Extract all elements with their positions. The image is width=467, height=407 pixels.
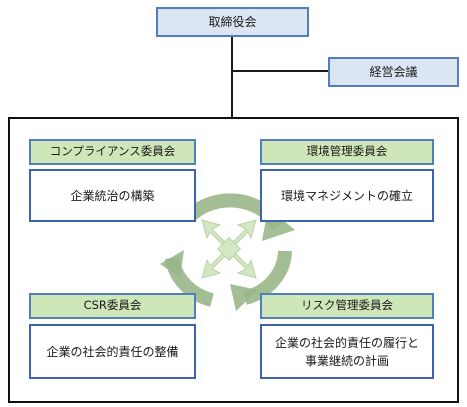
compliance-committee-label-box: コンプライアンス委員会: [29, 139, 196, 165]
csr-committee-content-box: 企業の社会的責任の整備: [29, 324, 196, 379]
risk-committee-label: リスク管理委員会: [301, 298, 393, 313]
board-label: 取締役会: [208, 15, 257, 29]
board-box: 取締役会: [156, 7, 309, 37]
environment-committee-label-box: 環境管理委員会: [260, 139, 434, 165]
connector-to-management: [231, 70, 329, 72]
risk-committee-label-box: リスク管理委員会: [260, 293, 434, 319]
compliance-committee-content: 企業統治の構築: [70, 188, 155, 203]
committees-frame: [8, 117, 459, 403]
csr-committee-label-box: CSR委員会: [29, 293, 196, 319]
four-way-cross-arrows: [201, 219, 257, 279]
management-meeting-box: 経営会議: [328, 57, 459, 87]
compliance-committee-content-box: 企業統治の構築: [29, 169, 196, 222]
connector-board-down: [231, 36, 233, 118]
risk-committee-content-line1: 企業の社会的責任の履行と: [274, 335, 419, 350]
csr-committee-content: 企業の社会的責任の整備: [46, 344, 179, 359]
risk-committee-content-line2: 事業継続の計画: [304, 353, 389, 368]
management-meeting-label: 経営会議: [369, 65, 418, 79]
environment-committee-content: 環境マネジメントの確立: [280, 188, 413, 203]
environment-committee-content-box: 環境マネジメントの確立: [260, 169, 434, 222]
csr-committee-label: CSR委員会: [83, 298, 142, 313]
compliance-committee-label: コンプライアンス委員会: [49, 144, 176, 159]
environment-committee-label: 環境管理委員会: [306, 144, 388, 159]
risk-committee-content-box: 企業の社会的責任の履行と 事業継続の計画: [260, 324, 434, 379]
